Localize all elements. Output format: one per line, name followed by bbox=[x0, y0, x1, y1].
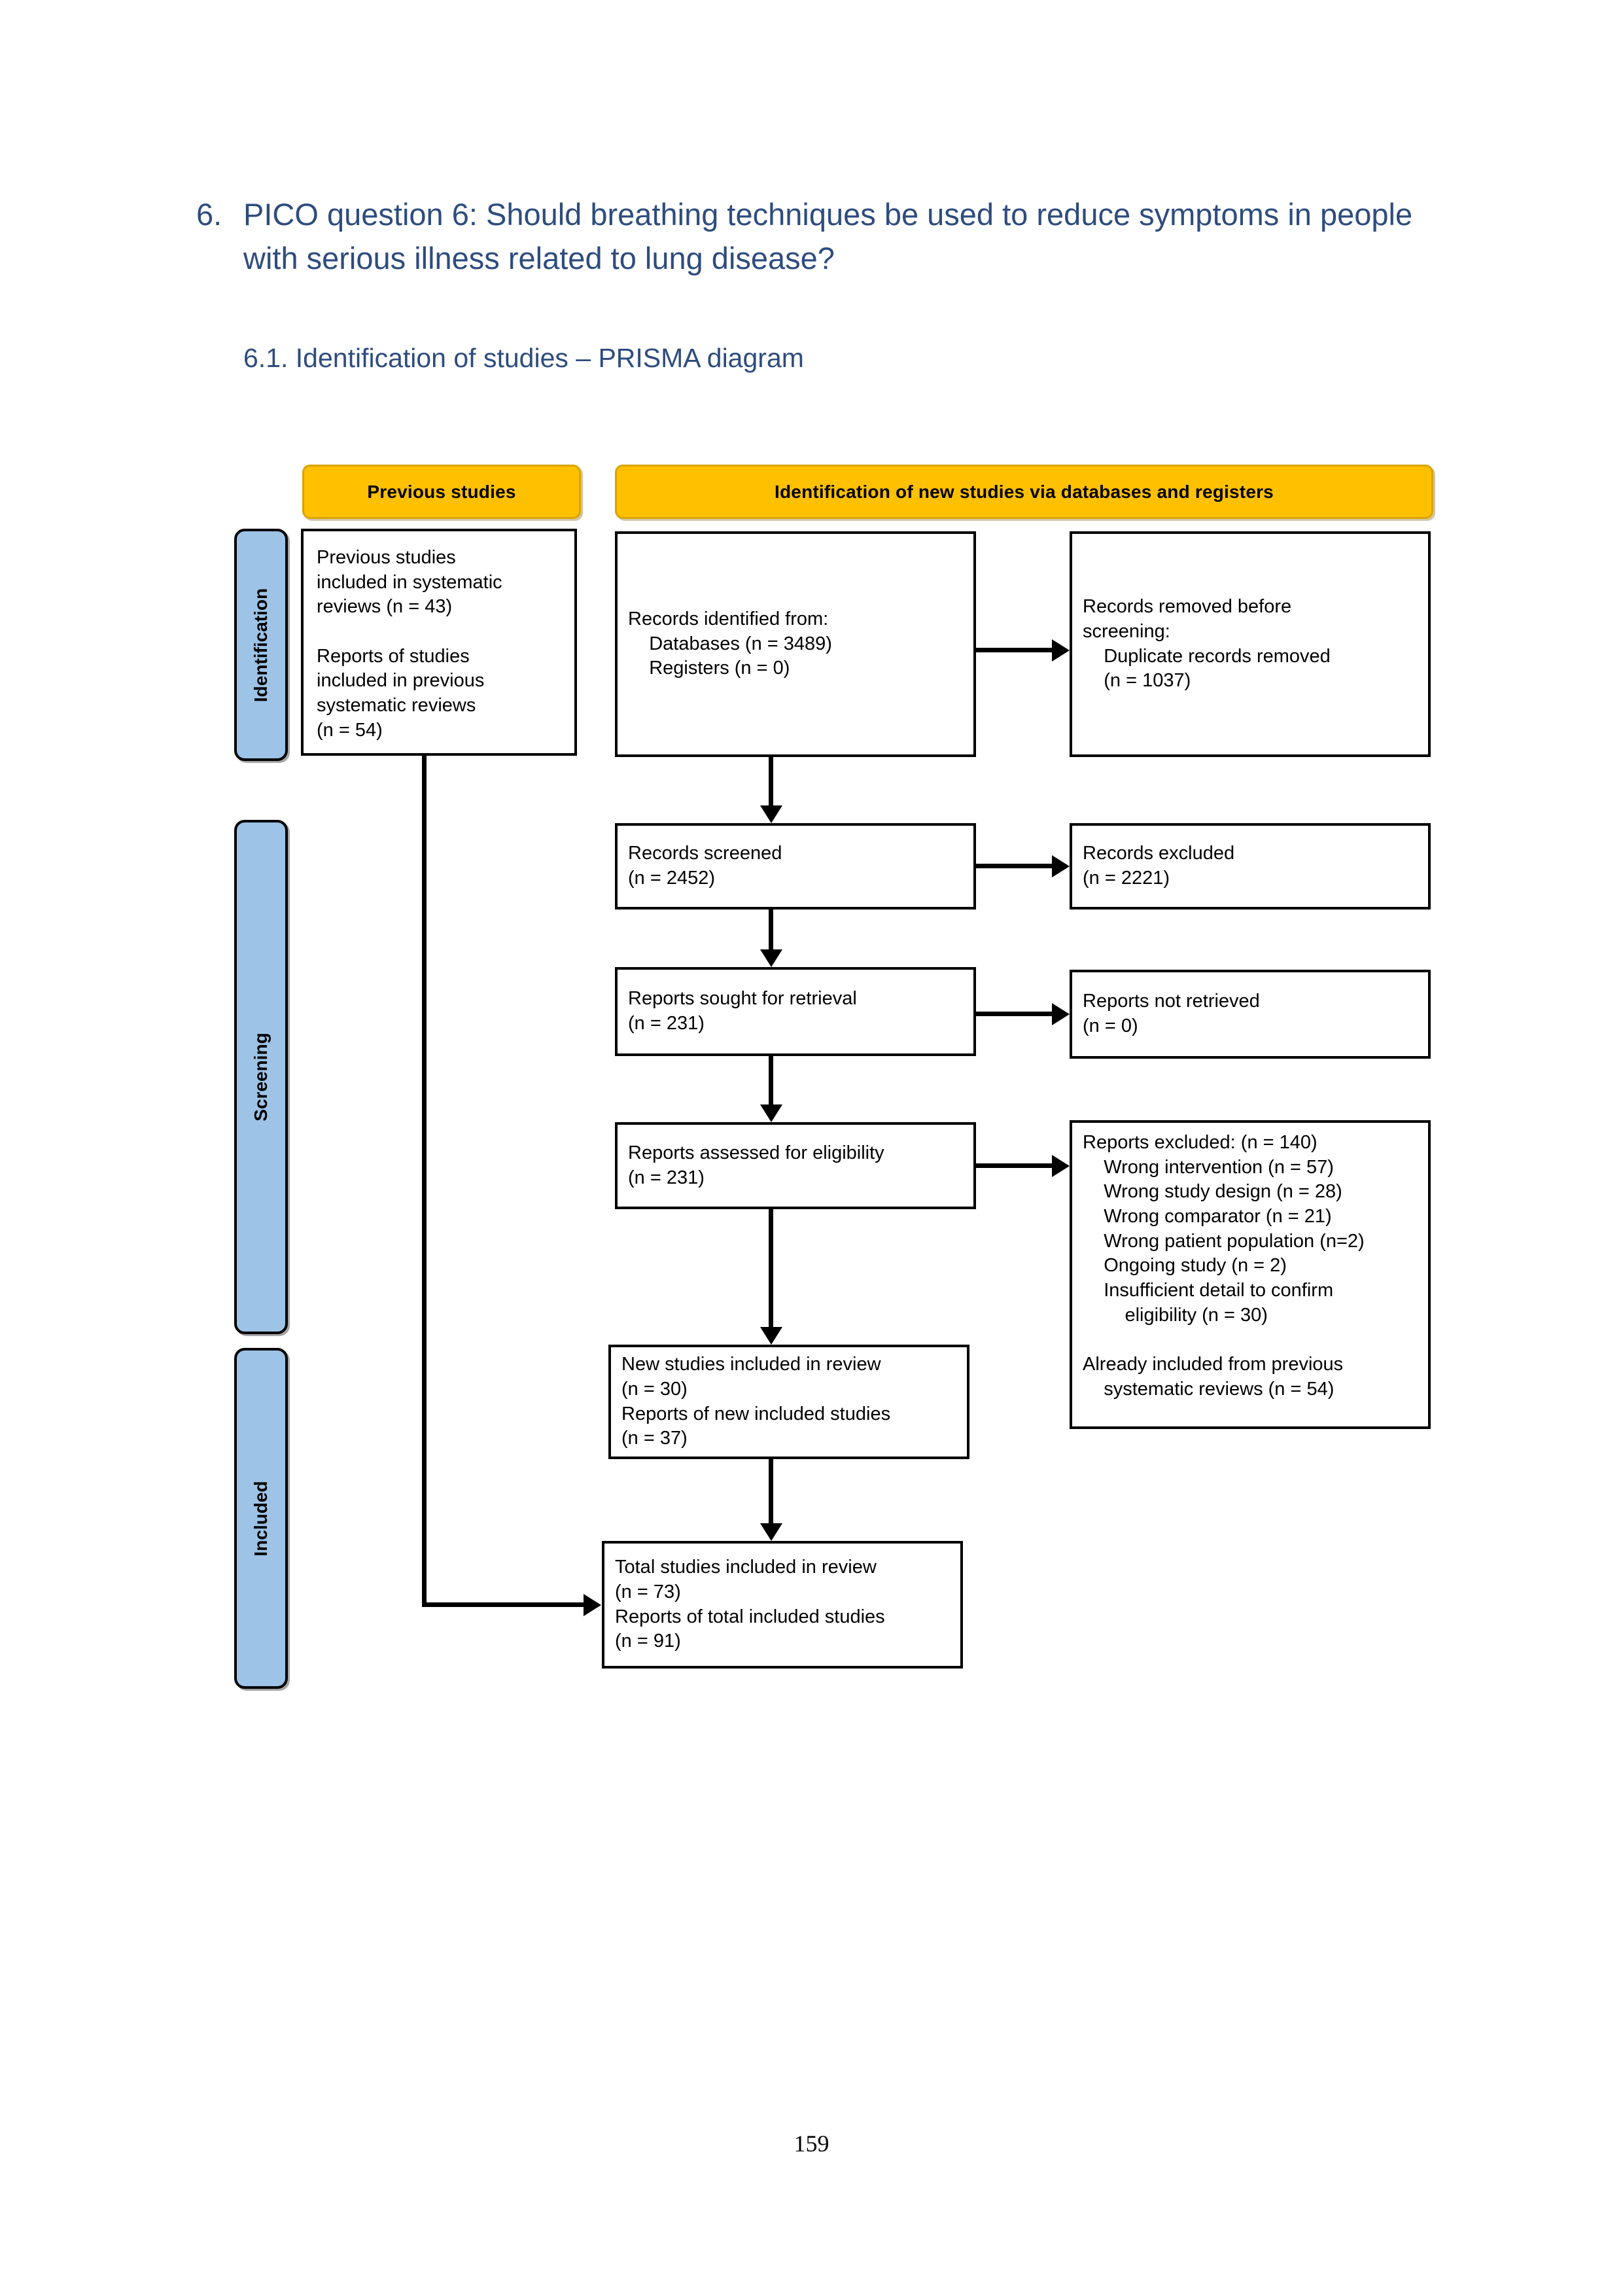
arrow-assessed-to-new-studies bbox=[769, 1209, 773, 1328]
arrow-previous-studies-to-total bbox=[422, 1602, 584, 1607]
header-bar-identification-new-studies: Identification of new studies via databa… bbox=[615, 465, 1433, 519]
header-bar-previous-studies: Previous studies bbox=[302, 465, 581, 519]
arrow-assessed-to-excluded bbox=[976, 1163, 1053, 1168]
box-records-identified: Records identified from: Databases (n = … bbox=[615, 531, 976, 757]
arrow-identified-to-removed bbox=[976, 648, 1053, 652]
heading-text: PICO question 6: Should breathing techni… bbox=[243, 197, 1413, 275]
box-reports-assessed-for-eligibility: Reports assessed for eligibility (n = 23… bbox=[615, 1122, 976, 1209]
phase-band-included: Included bbox=[234, 1348, 288, 1689]
arrow-identified-to-screened bbox=[769, 757, 773, 806]
phase-band-screening: Screening bbox=[234, 820, 288, 1334]
box-new-studies-included: New studies included in review (n = 30) … bbox=[608, 1345, 969, 1459]
phase-band-identification: Identification bbox=[234, 529, 288, 761]
box-records-removed-before-screening: Records removed before screening: Duplic… bbox=[1070, 531, 1431, 757]
page-number: 159 bbox=[794, 2130, 829, 2157]
box-previous-studies: Previous studies included in systematic … bbox=[301, 529, 577, 756]
arrow-screened-to-excluded bbox=[976, 864, 1053, 868]
arrow-sought-to-assessed bbox=[769, 1056, 773, 1105]
box-reports-not-retrieved: Reports not retrieved (n = 0) bbox=[1070, 970, 1431, 1059]
arrow-sought-to-not-retrieved bbox=[976, 1012, 1053, 1016]
box-reports-excluded-with-reasons: Reports excluded: (n = 140) Wrong interv… bbox=[1070, 1120, 1431, 1429]
box-total-studies-included: Total studies included in review (n = 73… bbox=[602, 1541, 963, 1669]
phase-band-included-label: Included bbox=[251, 1480, 271, 1557]
section-subheading: 6.1. Identification of studies – PRISMA … bbox=[243, 343, 804, 373]
box-records-excluded: Records excluded (n = 2221) bbox=[1070, 823, 1431, 910]
box-records-screened: Records screened (n = 2452) bbox=[615, 823, 976, 910]
page-title: 6. PICO question 6: Should breathing tec… bbox=[196, 193, 1426, 280]
phase-band-screening-label: Screening bbox=[251, 1033, 271, 1122]
heading-number: 6. bbox=[196, 197, 222, 232]
arrow-screened-to-sought bbox=[769, 910, 773, 950]
box-reports-sought-for-retrieval: Reports sought for retrieval (n = 231) bbox=[615, 967, 976, 1056]
connector-previous-studies-vertical bbox=[422, 756, 427, 1606]
phase-band-identification-label: Identification bbox=[251, 588, 271, 702]
arrow-new-to-total-studies bbox=[769, 1459, 773, 1524]
